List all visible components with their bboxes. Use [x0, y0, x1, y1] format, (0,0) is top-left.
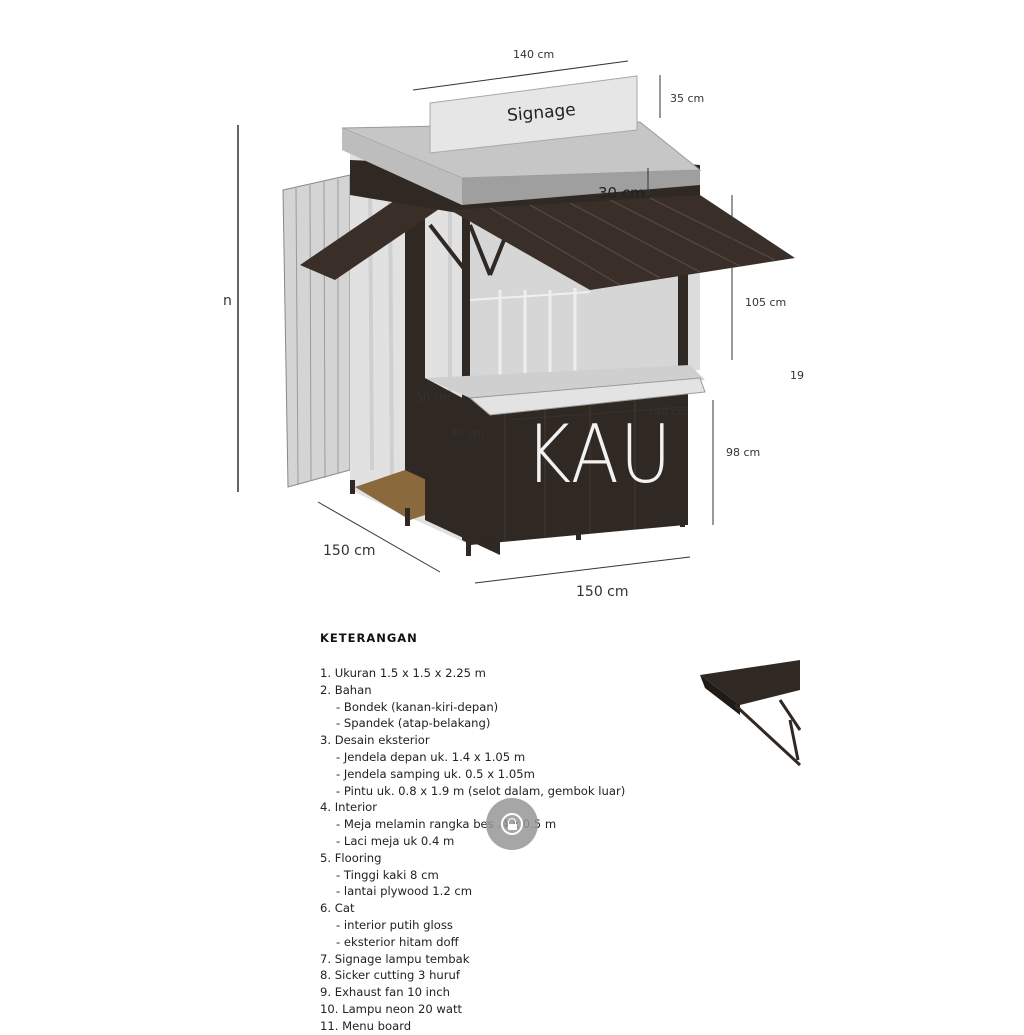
second-kiosk-frame [733, 699, 802, 767]
dim-counter-width: 140 cm [647, 405, 689, 418]
roof-front-edge [462, 170, 700, 205]
note-line: - Bondek (kanan-kiri-depan) [336, 699, 499, 714]
lock-icon [501, 813, 523, 835]
note-line: 2. Bahan [320, 682, 372, 697]
kiosk-letters: KAU [525, 408, 673, 501]
open-door [282, 174, 351, 488]
counter-ribs [504, 397, 636, 540]
side-awning [300, 190, 445, 280]
note-line: 3. Desain eksterior [320, 733, 430, 748]
note-line: 10. Lampu neon 20 watt [320, 1001, 463, 1016]
note-line: 7. Signage lampu tembak [320, 951, 470, 966]
door-ribs [295, 179, 339, 485]
dim-window-height: 105 cm [745, 296, 787, 309]
lock-overlay-button[interactable] [486, 798, 538, 850]
signage-board [429, 75, 638, 154]
dim-left-cut: n [223, 293, 232, 309]
inner-shelf [425, 365, 705, 398]
note-line: - Laci meja uk 0.4 m [336, 833, 455, 848]
dim-roof-overhang: 30 cm [598, 184, 645, 202]
note-line: - Jendela depan uk. 1.4 x 1.05 m [336, 749, 526, 764]
note-line: 8. Sicker cutting 3 huruf [320, 968, 460, 983]
dim-base-front: 150 cm [576, 584, 629, 600]
note-line: - Pintu uk. 0.8 x 1.9 m (selot dalam, ge… [336, 783, 626, 798]
front-awning [450, 195, 795, 290]
notes-list: 1. Ukuran 1.5 x 1.5 x 2.25 m 2. Bahan - Bo… [320, 665, 625, 1035]
dimension-lines [317, 60, 733, 584]
dim-sign-height: 35 cm [670, 92, 705, 105]
note-line: - Tinggi kaki 8 cm [336, 867, 439, 882]
note-line: - eksterior hitam doff [336, 934, 459, 949]
awning-ribs [489, 197, 776, 286]
note-line: 11. Menu board [320, 1018, 412, 1033]
note-line: - lantai plywood 1.2 cm [336, 884, 473, 899]
dim-side-depth: 50 cm [416, 391, 451, 404]
note-line: 4. Interior [320, 800, 378, 815]
counter-top [468, 377, 706, 416]
note-line: 9. Exhaust fan 10 inch [320, 985, 450, 1000]
notes-title: KETERANGAN [320, 631, 418, 645]
side-post [405, 200, 425, 490]
dim-right-cut: 19 [790, 369, 804, 382]
note-line: - Jendela samping uk. 0.5 x 1.05m [336, 766, 535, 781]
note-line: - interior putih gloss [336, 917, 453, 932]
note-line: 6. Cat [320, 901, 355, 916]
dim-top-width: 140 cm [513, 48, 555, 61]
dim-counter-depth: 30 cm [450, 427, 485, 440]
kiosk-legs [350, 480, 685, 556]
counter-front [470, 385, 685, 545]
note-line: 1. Ukuran 1.5 x 1.5 x 2.25 m [320, 666, 486, 680]
note-line: 5. Flooring [320, 850, 382, 865]
note-line: - Spandek (atap-belakang) [336, 716, 491, 731]
dim-base-left: 150 cm [323, 543, 376, 559]
roof-left-edge [342, 128, 462, 205]
front-window-bars [498, 288, 577, 380]
second-kiosk-roof [700, 660, 800, 705]
dim-counter-height: 98 cm [726, 446, 761, 459]
note-line: - Meja melamin rangka bes .4 x 0.5 m [336, 817, 557, 832]
